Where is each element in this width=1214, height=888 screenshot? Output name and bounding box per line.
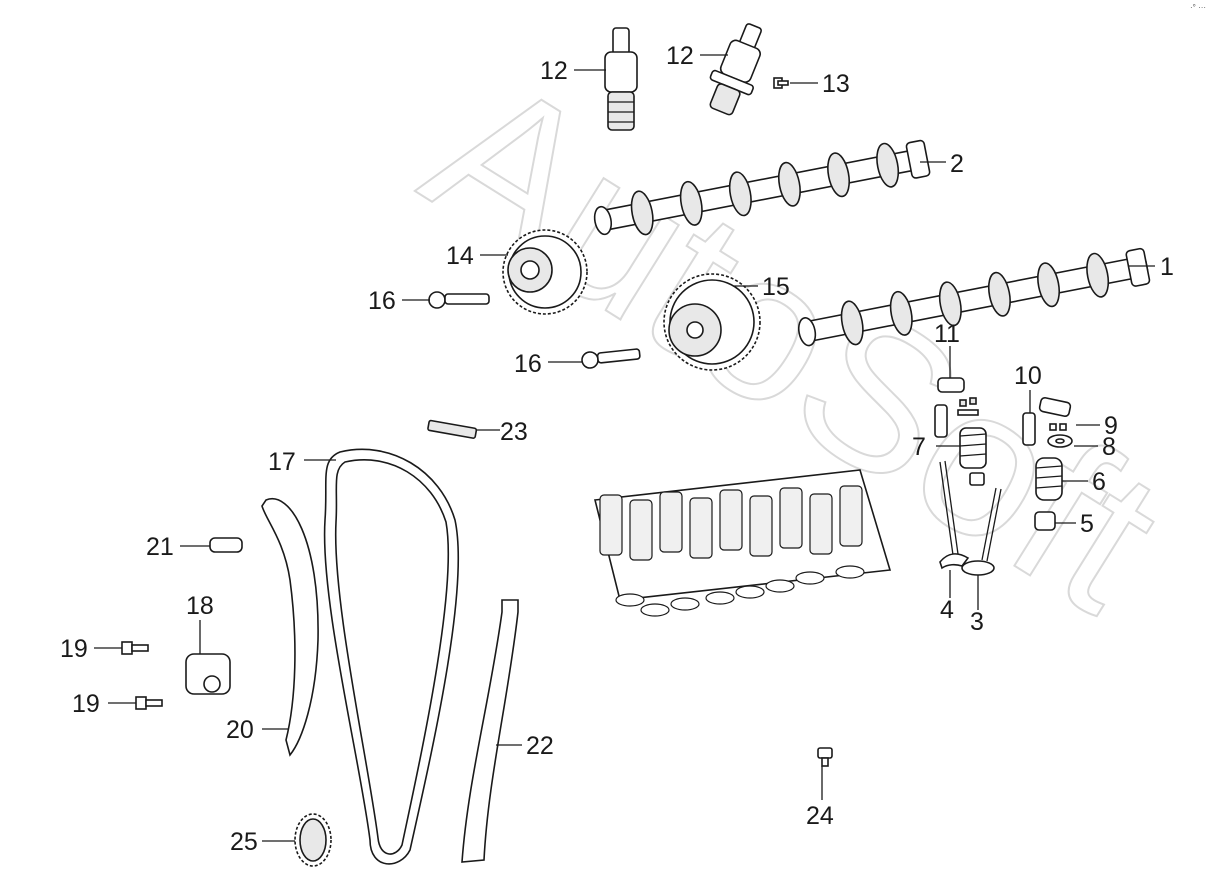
solenoid-valve-12b: [709, 23, 762, 116]
callout-16b: 16: [514, 350, 542, 378]
camshaft-1: [797, 247, 1151, 347]
callout-23: 23: [500, 418, 528, 446]
callout-13: 13: [822, 70, 850, 98]
callout-6: 6: [1092, 468, 1106, 496]
callout-11: 11: [934, 320, 960, 348]
lifter-10: [1022, 412, 1036, 446]
valve-spring-7: [959, 427, 987, 469]
callout-18: 18: [186, 592, 214, 620]
solenoid-valve-12a: [604, 27, 638, 131]
callout-14: 14: [446, 242, 474, 270]
callout-9: 9: [1104, 412, 1118, 440]
callout-19b: 19: [72, 690, 100, 718]
tensioner-18: [185, 653, 231, 695]
callout-1: 1: [1160, 253, 1174, 281]
bolt-19b: [135, 696, 163, 710]
chain-guide-22: [461, 599, 519, 863]
callout-24: 24: [806, 802, 834, 830]
callout-12a: 12: [540, 57, 568, 85]
callout-19a: 19: [60, 635, 88, 663]
pin-21: [209, 537, 243, 553]
lifter-left: [934, 404, 948, 438]
callout-5: 5: [1080, 510, 1094, 538]
callout-21: 21: [146, 533, 174, 561]
callout-8: 8: [1102, 433, 1116, 461]
timing-chain-17: [323, 448, 460, 865]
callout-4: 4: [940, 596, 954, 624]
rocker-arm-right: [1038, 396, 1072, 418]
camshaft-2: [593, 139, 931, 236]
guide-pad-23: [427, 419, 478, 439]
callout-7: 7: [912, 433, 926, 461]
corner-mark: ·° ···: [1190, 3, 1206, 12]
bolt-13: [773, 77, 789, 89]
callout-12b: 12: [666, 42, 694, 70]
valve-3: [961, 487, 1002, 576]
bolt-24: [817, 747, 833, 767]
callout-15: 15: [762, 273, 790, 301]
spring-retainer-8: [1047, 434, 1073, 448]
leader-lines: [94, 54, 1155, 842]
callout-20: 20: [226, 716, 254, 744]
cam-sprocket-14: [502, 229, 588, 315]
callout-2: 2: [950, 150, 964, 178]
valve-stem-seal-5: [1034, 511, 1056, 531]
bolt-16b: [581, 348, 641, 369]
valve-train-assembly: [594, 469, 892, 617]
callout-16a: 16: [368, 287, 396, 315]
cam-sprocket-15: [663, 273, 761, 371]
callout-10: 10: [1014, 362, 1042, 390]
valve-4: [939, 460, 970, 570]
callout-labels: 12 12 13 2 14 1 15 16 16 11 10 9 8 7 23 …: [60, 42, 1174, 856]
bolt-19a: [121, 641, 149, 655]
callout-22: 22: [526, 732, 554, 760]
crank-sprocket-25: [294, 813, 332, 867]
callout-25: 25: [230, 828, 258, 856]
valve-seal-left: [969, 472, 985, 486]
callout-17: 17: [268, 448, 296, 476]
valve-keepers-9: [1049, 423, 1067, 431]
callout-3: 3: [970, 608, 984, 636]
chain-guide-20: [261, 497, 319, 757]
valve-spring-6: [1035, 457, 1063, 501]
rocker-arm-11: [937, 377, 965, 393]
bolt-16a: [428, 291, 490, 309]
valve-keepers-left: [957, 397, 979, 416]
